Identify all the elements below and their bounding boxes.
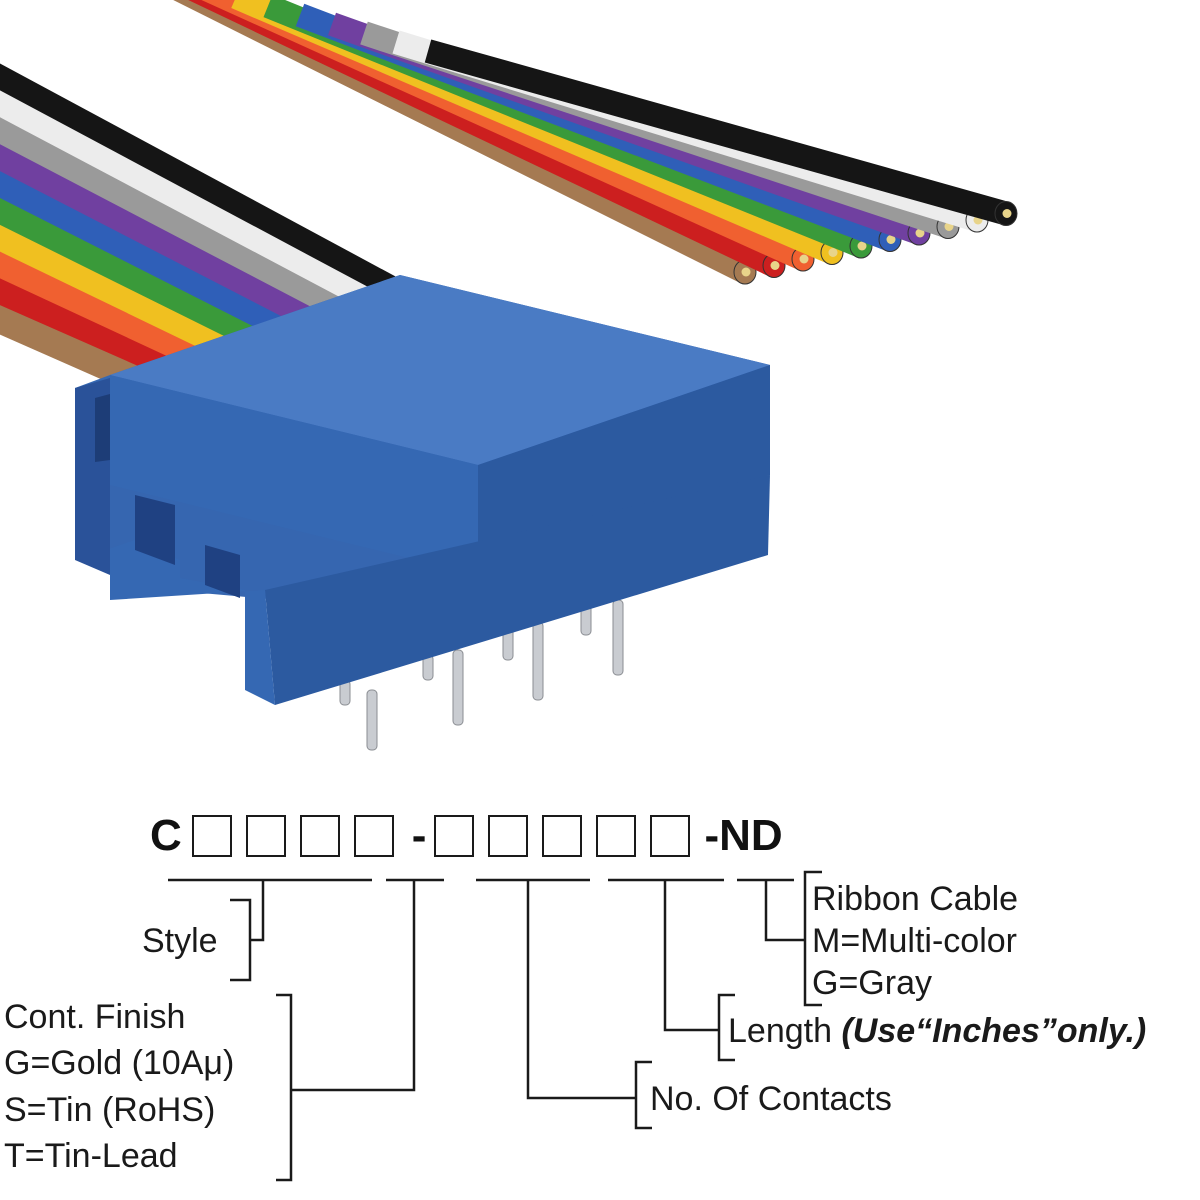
ribbon-wire xyxy=(0,90,397,326)
ribbon-cable-connector-illustration xyxy=(0,0,1018,751)
wire-core xyxy=(799,254,809,264)
label-style: Style xyxy=(142,922,218,960)
label-finish-tin-lead: T=Tin-Lead xyxy=(4,1137,178,1175)
ribbon-wire xyxy=(0,144,337,344)
label-finish-tin: S=Tin (RoHS) xyxy=(4,1091,216,1129)
label-length-note: (Use“Inches”only.) xyxy=(841,1012,1147,1050)
label-ribbon-cable-title: Ribbon Cable xyxy=(812,880,1019,918)
wire-core xyxy=(770,261,780,270)
ribbon-wire xyxy=(0,251,216,381)
part-number-code: C - -ND xyxy=(150,806,783,866)
bracket-style xyxy=(230,898,252,982)
code-box-contacts-2 xyxy=(488,815,529,857)
leader-contacts xyxy=(526,880,636,1100)
bracket-cable xyxy=(803,870,822,1007)
code-box-cable xyxy=(650,815,691,857)
ribbon-cable-front-wires xyxy=(0,63,427,399)
bracket-length xyxy=(717,993,735,1062)
label-cont-finish-title: Cont. Finish xyxy=(4,998,186,1036)
ribbon-wire xyxy=(0,278,186,390)
leader-style xyxy=(251,880,265,942)
code-box-style-1 xyxy=(191,815,232,857)
code-box-length-2 xyxy=(596,815,637,857)
code-box-style-2 xyxy=(245,815,286,857)
ribbon-wire xyxy=(0,63,427,317)
label-cable-gray: G=Gray xyxy=(812,964,932,1002)
ribbon-wire xyxy=(0,198,277,363)
label-finish-gold: G=Gold (10Aμ) xyxy=(4,1044,235,1082)
wire-core xyxy=(828,248,838,257)
wire-core xyxy=(915,228,925,238)
bracket-contacts xyxy=(634,1060,652,1130)
ribbon-wire xyxy=(424,39,1010,226)
bracket-finish xyxy=(276,993,293,1182)
leader-length xyxy=(663,880,719,1032)
connector-pins xyxy=(339,599,624,751)
connector-pin xyxy=(366,689,378,751)
code-box-contacts-1 xyxy=(434,815,475,857)
connector-pin xyxy=(452,649,464,726)
ribbon-wire xyxy=(0,224,247,372)
leader-cable xyxy=(764,880,805,942)
wire-core xyxy=(1002,209,1012,218)
code-suffix: -ND xyxy=(704,811,783,860)
label-length-text: Length xyxy=(728,1012,832,1050)
ribbon-wire xyxy=(0,171,307,353)
leader-finish xyxy=(291,880,416,1092)
ribbon-cable-back-wires xyxy=(173,0,1018,285)
wire-core xyxy=(857,241,867,251)
code-prefix: C xyxy=(150,811,182,860)
connector-body xyxy=(75,275,770,705)
label-length: Length (Use“Inches”only.) xyxy=(728,1014,1146,1048)
ribbon-wire xyxy=(0,117,367,335)
code-separator: - xyxy=(411,811,427,860)
code-box-finish xyxy=(353,815,394,857)
code-box-length-1 xyxy=(542,815,583,857)
wire-core xyxy=(886,235,896,244)
label-cable-multicolor: M=Multi-color xyxy=(812,922,1017,960)
code-box-style-3 xyxy=(299,815,340,857)
wire-core xyxy=(741,267,751,277)
label-no-of-contacts: No. Of Contacts xyxy=(650,1080,892,1118)
